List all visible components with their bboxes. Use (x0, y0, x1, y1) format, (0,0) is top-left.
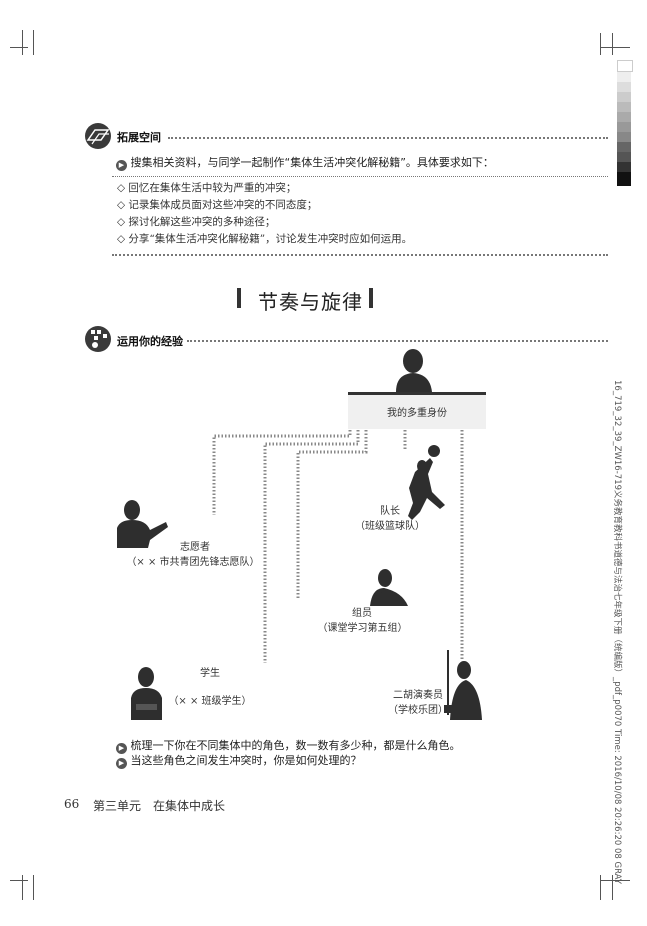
basketball-player-figure (408, 445, 445, 520)
diamond-bullet-icon: ◇ (117, 199, 129, 211)
side-print-info: 16_719_32_39_ZW16-719义务教育教科书道德与法治七年级下册（统… (612, 380, 622, 884)
lesson-title: 节奏与旋律 (258, 290, 363, 314)
group-member-figure (370, 569, 408, 606)
path-to-student (263, 430, 360, 663)
crop-mark (22, 30, 23, 55)
requirement-item: ◇ 分享“集体生活冲突化解秘籍”，讨论发生冲突时应如何运用。 (117, 233, 413, 245)
crop-mark (10, 880, 28, 881)
grayscale-calibration-bar (617, 60, 633, 186)
role-erhu-name: 二胡演奏员 (393, 690, 443, 701)
crop-mark (22, 875, 23, 900)
crop-mark (600, 880, 630, 881)
lesson-title-bar-right (369, 288, 373, 308)
requirement-item: ◇ 探讨化解这些冲突的多种途径； (117, 216, 276, 228)
diamond-bullet-icon: ◇ (117, 233, 129, 245)
crop-mark (600, 33, 601, 55)
center-identity-bar (348, 392, 486, 395)
crop-mark (33, 30, 34, 55)
role-volunteer-detail: （× × 市共青团先锋志愿队） (126, 557, 260, 568)
lesson-title-bar-left (237, 288, 241, 308)
role-student-name: 学生 (200, 668, 220, 679)
diamond-bullet-icon: ◇ (117, 182, 129, 194)
diamond-bullet-icon: ◇ (117, 216, 129, 228)
crop-mark (600, 47, 630, 48)
experience-section-icon (85, 326, 111, 352)
role-captain-name: 队长 (380, 506, 400, 517)
crop-mark (10, 47, 28, 48)
crop-mark (612, 33, 613, 55)
section-divider (168, 137, 608, 139)
page-number: 66 (64, 797, 80, 811)
section-divider (112, 254, 608, 256)
extend-section-title: 拓展空间 (117, 131, 161, 144)
section-divider (187, 340, 608, 342)
role-erhu-detail: （学校乐团） (388, 705, 448, 716)
center-identity-label: 我的多重身份 (387, 408, 447, 419)
arrow-bullet-icon: ▶ (116, 743, 127, 754)
center-person-figure (396, 349, 432, 392)
extend-task-text: 搜集相关资料，与同学一起制作“集体生活冲突化解秘籍”。具体要求如下： (130, 156, 494, 169)
student-figure (131, 667, 162, 720)
unit-title: 第三单元 在集体中成长 (93, 799, 226, 813)
extend-section-icon (85, 123, 111, 149)
experience-section-title: 运用你的经验 (117, 335, 183, 348)
path-to-member (296, 430, 368, 598)
crop-mark (600, 875, 601, 900)
role-member-detail: （课堂学习第五组） (317, 623, 408, 634)
role-member-name: 组员 (352, 608, 372, 619)
role-captain-detail: （班级篮球队） (355, 521, 425, 532)
requirement-item: ◇ 记录集体成员面对这些冲突的不同态度； (117, 199, 318, 211)
role-volunteer-name: 志愿者 (180, 542, 210, 553)
section-divider (112, 176, 608, 177)
question-item: ▶ 当这些角色之间发生冲突时，你是如何处理的？ (116, 752, 362, 769)
role-student-detail: （× × 班级学生） (168, 696, 252, 707)
volunteer-figure (117, 500, 168, 548)
extend-task-line: ▶ 搜集相关资料，与同学一起制作“集体生活冲突化解秘籍”。具体要求如下： (116, 154, 494, 171)
arrow-bullet-icon: ▶ (116, 758, 127, 769)
crop-mark (612, 875, 613, 900)
path-to-volunteer (212, 430, 352, 515)
question-item: ▶ 梳理一下你在不同集体中的角色，数一数有多少种，都是什么角色。 (116, 737, 461, 754)
crop-mark (33, 875, 34, 900)
arrow-bullet-icon: ▶ (116, 160, 127, 171)
requirement-item: ◇ 回忆在集体生活中较为严重的冲突； (117, 182, 297, 194)
erhu-player-figure (444, 650, 482, 720)
